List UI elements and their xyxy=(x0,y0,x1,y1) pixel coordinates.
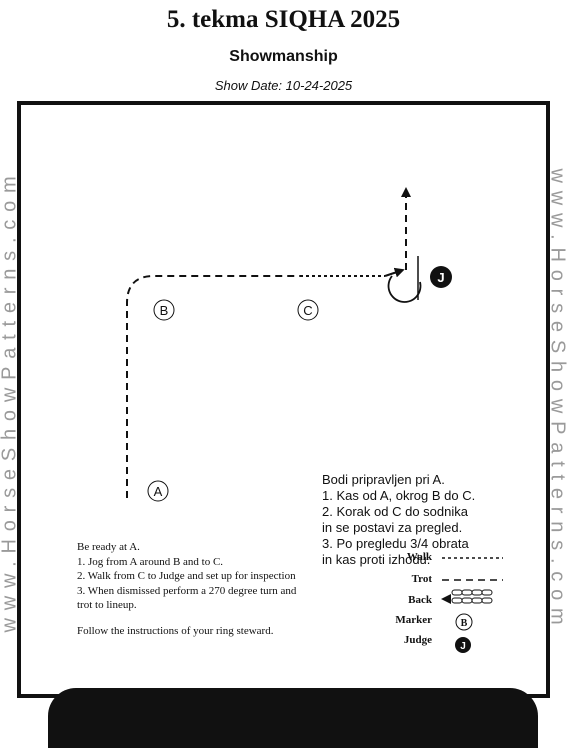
marker-c: C xyxy=(297,299,319,321)
svg-text:C: C xyxy=(303,303,312,318)
judge-marker: J xyxy=(430,266,452,288)
marker-a: A xyxy=(147,480,169,502)
instructions-slovenian: Bodi pripravljen pri A. 1. Kas od A, okr… xyxy=(322,472,522,568)
walk-arrow-icon xyxy=(384,267,405,278)
instruction-line: Bodi pripravljen pri A. xyxy=(322,472,445,487)
legend-marker-label: Marker xyxy=(395,614,432,626)
legend-back-icon xyxy=(441,589,493,604)
instruction-line: in kas proti izhodu. xyxy=(322,552,431,567)
show-date: Show Date: 10-24-2025 xyxy=(214,78,353,93)
svg-text:B: B xyxy=(461,618,468,629)
svg-text:J: J xyxy=(437,270,444,285)
legend-judge-label: Judge xyxy=(403,634,432,646)
instruction-line: 3. Po pregledu 3/4 obrata xyxy=(322,536,469,551)
instruction-line: 2. Korak od C do sodnika xyxy=(322,504,468,519)
instructions-english: Be ready at A. 1. Jog from A around B an… xyxy=(77,540,347,638)
instruction-line: in se postavi za pregled. xyxy=(322,520,463,535)
instruction-line: Follow the instructions of your ring ste… xyxy=(77,624,274,637)
legend-walk-label: Walk xyxy=(406,551,432,563)
instruction-line: trot to lineup. xyxy=(77,599,137,611)
svg-text:B: B xyxy=(160,303,169,318)
svg-text:A: A xyxy=(154,484,163,499)
legend-judge-icon: J xyxy=(455,637,471,653)
class-name: Showmanship xyxy=(229,48,338,65)
instruction-line: Be ready at A. xyxy=(77,541,140,553)
legend-trot-label: Trot xyxy=(411,573,432,585)
turn-circle xyxy=(387,275,422,303)
pattern-diagram: B C A J B J xyxy=(126,187,503,653)
marker-b: B xyxy=(153,299,175,321)
bottom-overlay-bar xyxy=(48,688,538,748)
legend-back-label: Back xyxy=(408,594,432,606)
legend-marker-icon: B xyxy=(455,613,473,631)
instruction-line: 2. Walk from C to Judge and set up for i… xyxy=(77,570,296,582)
instruction-line: 1. Jog from A around B and to C. xyxy=(77,555,224,568)
svg-text:J: J xyxy=(460,641,466,652)
pattern-title: 5. tekma SIQHA 2025 xyxy=(166,6,401,33)
trot-path xyxy=(126,275,300,498)
instruction-line: 1. Kas od A, okrog B do C. xyxy=(322,488,476,503)
instruction-line: 3. When dismissed perform a 270 degree t… xyxy=(77,584,297,597)
